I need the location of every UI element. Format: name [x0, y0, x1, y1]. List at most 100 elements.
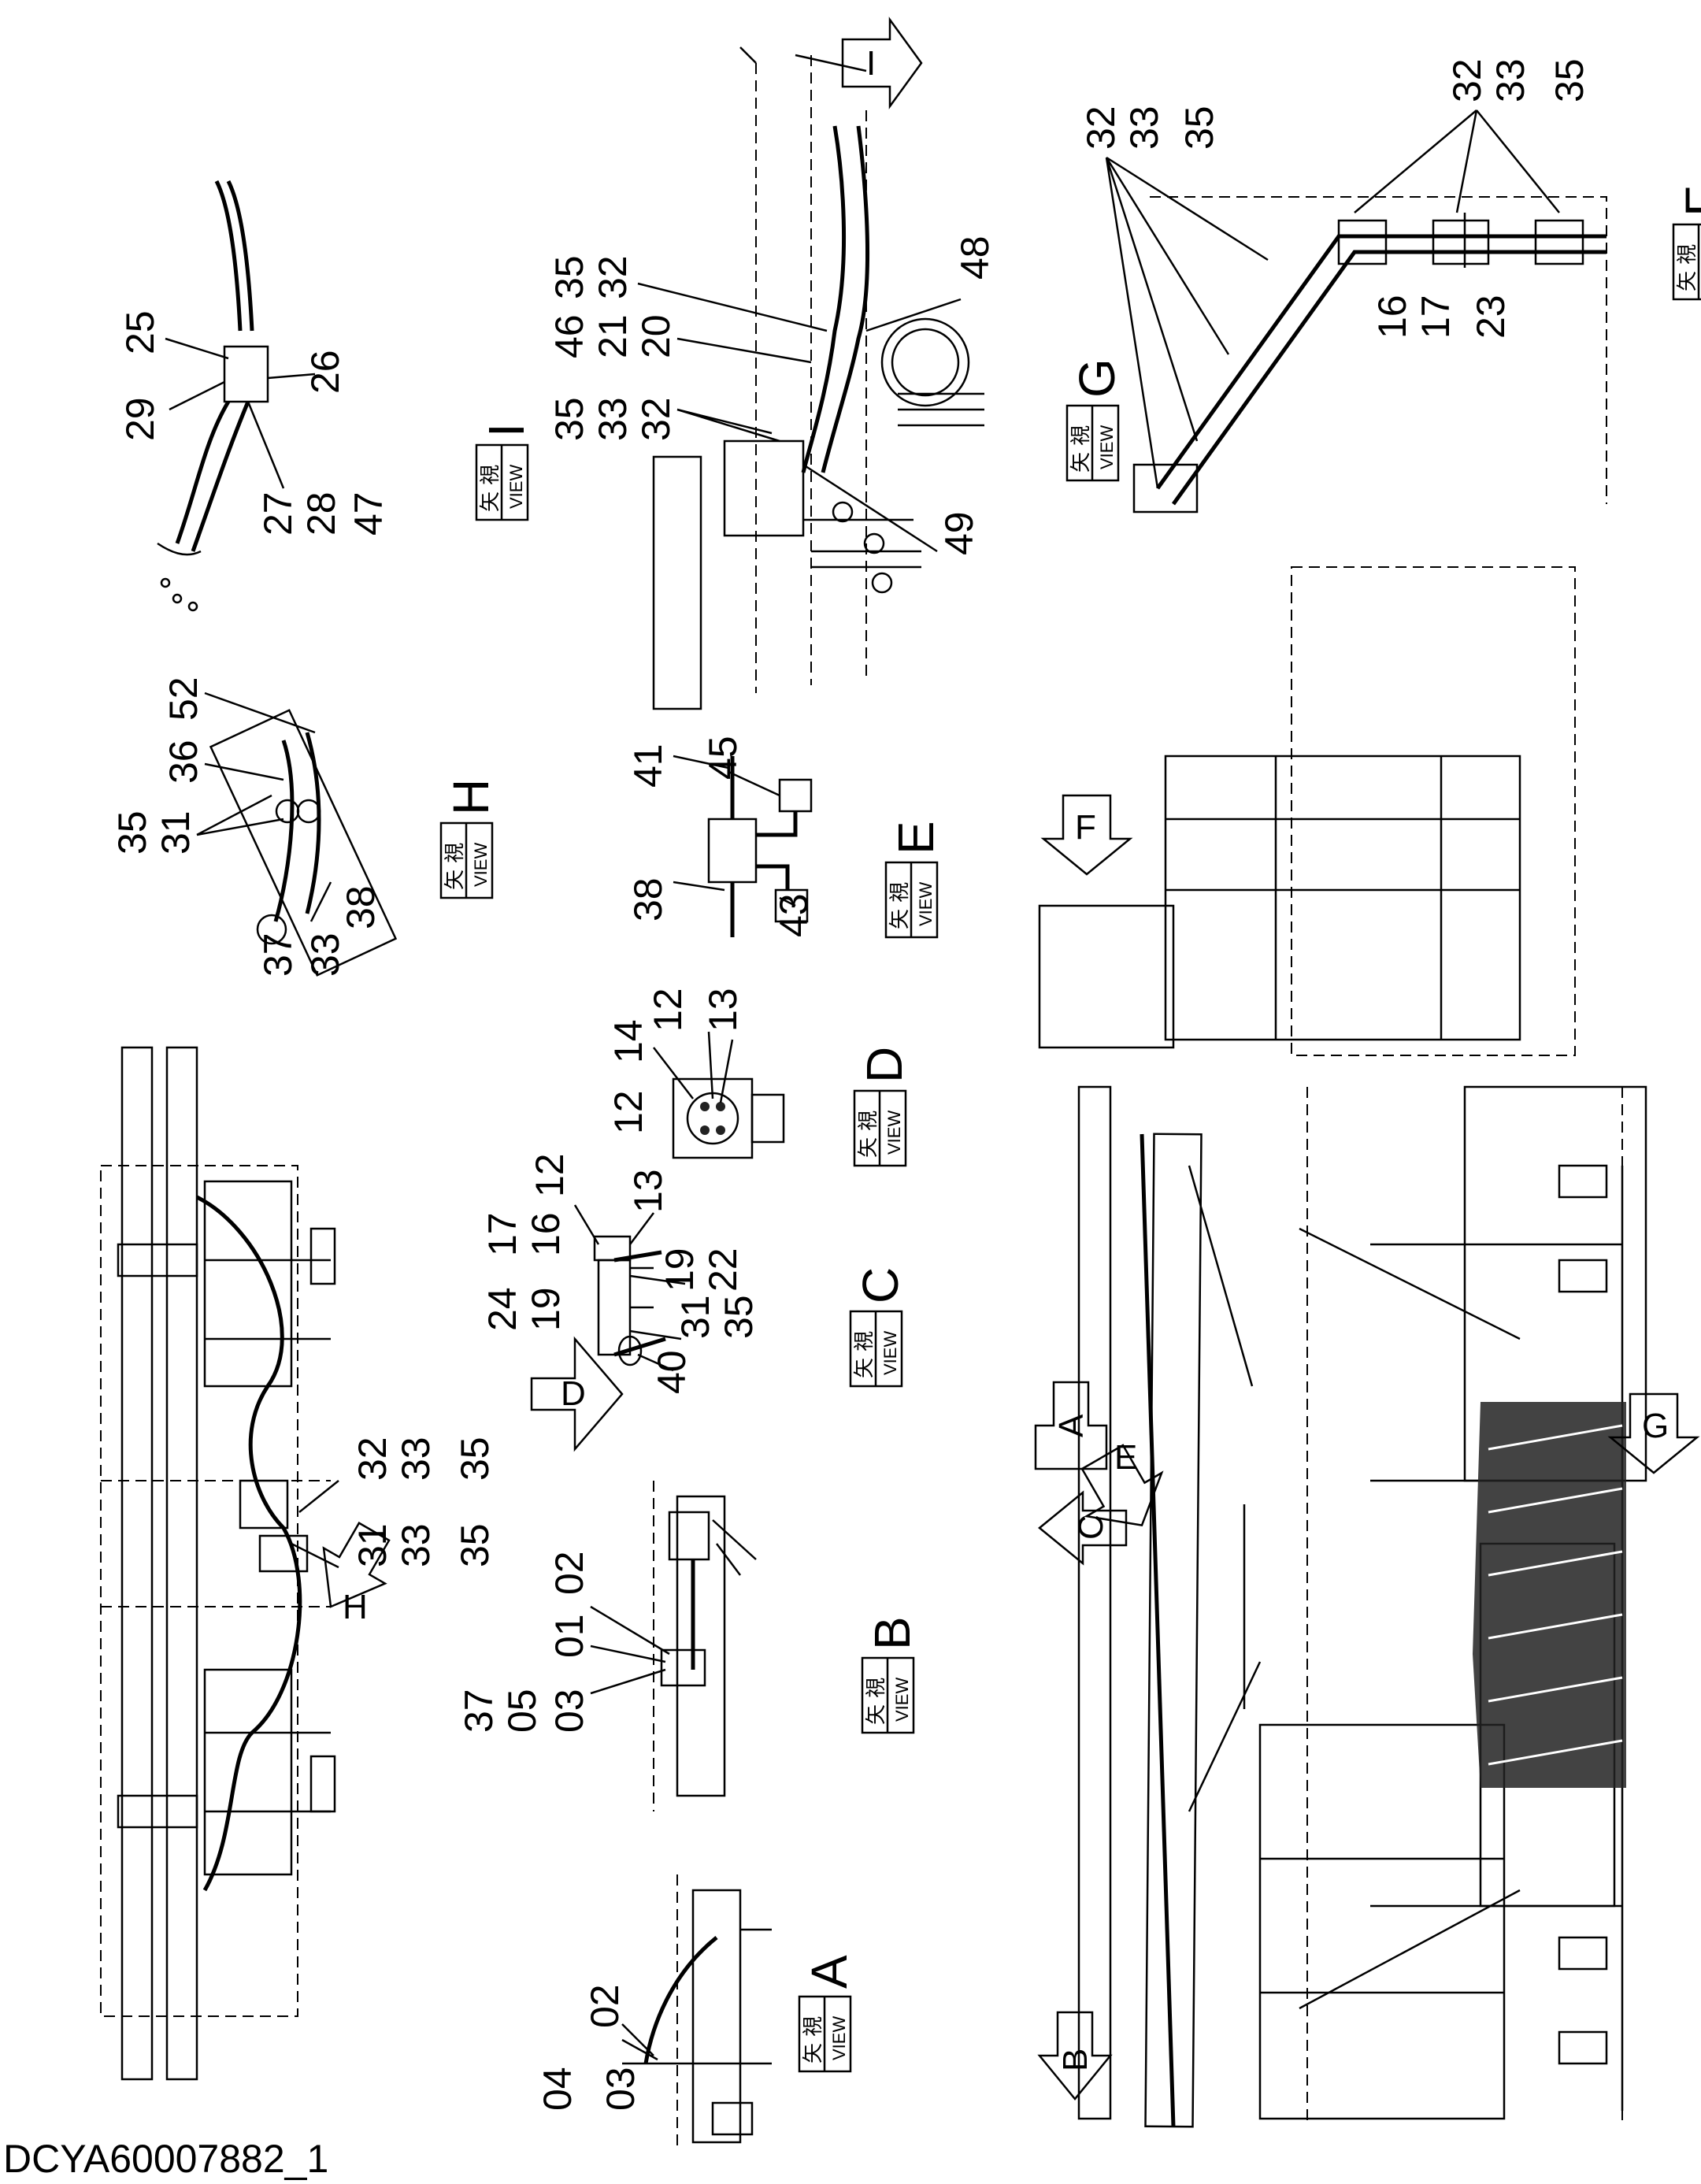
callout: 45	[701, 736, 745, 780]
view-letter: H	[443, 779, 499, 815]
callout: 35	[547, 397, 591, 441]
callout: 19	[524, 1287, 568, 1331]
view-letter: D	[856, 1047, 913, 1083]
callout: 17	[480, 1212, 524, 1256]
document-id: DCYA60007882_1	[3, 2137, 329, 2181]
section-arrow-g: G	[1607, 1392, 1700, 1474]
callout: 31	[154, 810, 198, 855]
callout: 33	[1488, 58, 1532, 102]
view-h-callouts: 35 31 36 52 37 33 38	[110, 677, 383, 977]
view-e-drawing	[707, 756, 813, 937]
callout: 32	[591, 255, 635, 299]
main-rail-assembly	[100, 1046, 336, 2081]
view-g-drawing	[652, 46, 984, 710]
section-arrow-h: H	[322, 1522, 391, 1626]
callout: 36	[161, 740, 206, 784]
callout: 47	[346, 491, 391, 536]
callout: 02	[547, 1551, 591, 1595]
svg-text:H: H	[343, 1588, 368, 1626]
machine-side-view	[1038, 566, 1647, 2128]
svg-text:E: E	[1114, 1438, 1137, 1477]
view-e-label: 矢 視 VIEW E	[884, 821, 944, 939]
svg-text:VIEW: VIEW	[892, 1678, 912, 1722]
svg-text:VIEW: VIEW	[471, 843, 491, 887]
callout: 24	[480, 1287, 524, 1331]
main-callout: 35	[453, 1523, 497, 1567]
svg-text:VIEW: VIEW	[880, 1331, 900, 1375]
svg-text:VIEW: VIEW	[884, 1111, 904, 1155]
main-callout: 33	[394, 1523, 438, 1567]
svg-text:矢 視: 矢 視	[853, 1331, 876, 1378]
view-h-drawing	[209, 709, 398, 977]
callout: 23	[1469, 295, 1513, 339]
svg-text:VIEW: VIEW	[829, 2016, 849, 2060]
callout: 12	[646, 988, 690, 1032]
svg-text:I: I	[866, 44, 876, 83]
svg-text:矢 視: 矢 視	[865, 1678, 888, 1725]
svg-text:矢 視: 矢 視	[888, 882, 912, 929]
view-letter: E	[888, 821, 944, 855]
callout: 46	[547, 314, 591, 358]
svg-text:VIEW: VIEW	[916, 882, 936, 926]
callout: 13	[701, 988, 745, 1032]
callout: 38	[626, 877, 670, 921]
callout: 13	[626, 1169, 670, 1213]
section-arrow-i: I	[841, 17, 923, 109]
section-arrow-c: C	[1038, 1490, 1128, 1566]
callout: 35	[717, 1295, 761, 1339]
callout: 26	[303, 350, 347, 394]
view-i-drawing	[157, 180, 269, 612]
view-letter: B	[864, 1616, 921, 1650]
callout: 32	[1079, 106, 1123, 150]
callout: 16	[1370, 295, 1414, 339]
view-letter: C	[852, 1267, 909, 1303]
callout: 03	[547, 1689, 591, 1733]
view-f-callouts: 32 33 35 32 33 35 16 17 23	[1079, 58, 1592, 489]
view-d-callouts: 12 14 12 13	[606, 988, 745, 1134]
callout: 40	[650, 1350, 694, 1394]
svg-text:D: D	[561, 1374, 586, 1413]
callout: 19	[658, 1248, 702, 1292]
callout: 04	[536, 2067, 580, 2111]
callout: 41	[626, 743, 670, 788]
view-letter: A	[801, 1955, 858, 1989]
svg-text:矢 視: 矢 視	[479, 465, 502, 512]
callout: 35	[110, 810, 154, 855]
callout: 29	[118, 397, 162, 441]
callout: 43	[772, 893, 816, 937]
callout: 21	[591, 314, 635, 358]
view-a-drawing	[622, 1874, 772, 2150]
section-arrow-e: E	[1080, 1438, 1164, 1527]
callout: 48	[953, 235, 997, 280]
view-h-label: 矢 視 VIEW H	[439, 779, 499, 899]
callout: 33	[1122, 106, 1166, 150]
svg-text:A: A	[1052, 1414, 1091, 1437]
callout: 12	[606, 1090, 650, 1134]
callout: 14	[606, 1019, 650, 1063]
hatched-step-grating	[1473, 1402, 1626, 1788]
view-i-callouts: 29 25 26 27 28 47	[118, 310, 391, 536]
view-letter: G	[1069, 358, 1125, 398]
callout: 25	[118, 310, 162, 354]
section-arrow-f: F	[1040, 794, 1133, 876]
callout: 33	[591, 397, 635, 441]
svg-text:矢 視: 矢 視	[1069, 425, 1093, 473]
view-b-label: 矢 視 VIEW B	[861, 1616, 921, 1734]
callout: 49	[937, 511, 981, 555]
callout: 01	[547, 1614, 591, 1658]
svg-text:矢 視: 矢 視	[1676, 244, 1699, 291]
view-e-callouts: 38 41 45 43	[626, 736, 816, 937]
callout: 37	[457, 1689, 501, 1733]
view-i-label: 矢 視 VIEW I	[475, 423, 535, 521]
view-c-callouts: 24 19 17 16 12 13 19 22 31 35 40	[480, 1153, 761, 1394]
section-arrow-a: A	[1034, 1381, 1108, 1470]
view-c-drawing	[593, 1235, 666, 1366]
callout: 31	[673, 1295, 717, 1339]
callout: 03	[598, 2067, 643, 2111]
svg-text:矢 視: 矢 視	[857, 1111, 880, 1158]
view-a-callouts: 04 03 02	[536, 1984, 658, 2111]
callout: 02	[583, 1984, 627, 2028]
svg-text:VIEW: VIEW	[506, 465, 526, 509]
main-callout: 32	[350, 1437, 395, 1481]
main-callout: 33	[394, 1437, 438, 1481]
